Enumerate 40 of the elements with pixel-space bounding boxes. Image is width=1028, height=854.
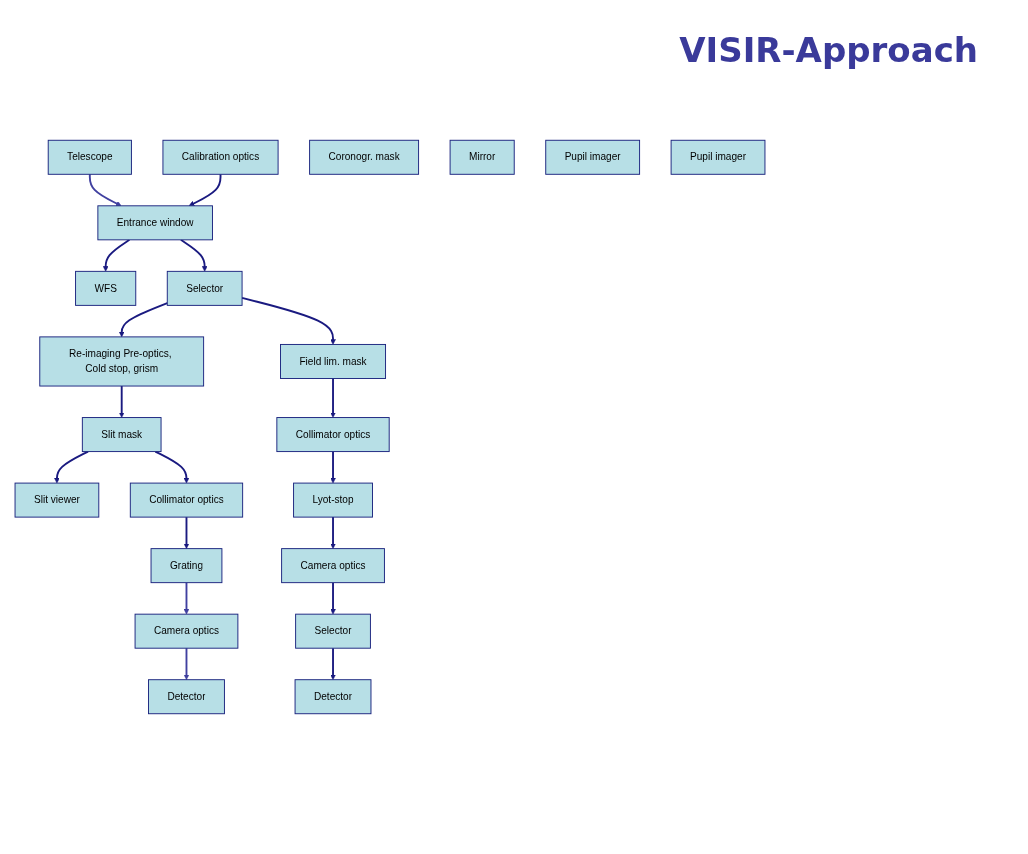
node-box: Slit mask: [81, 417, 162, 453]
node-box: Calibration optics: [162, 139, 279, 175]
node-box: Slit viewer: [14, 482, 100, 518]
arrow: [188, 173, 222, 207]
arrow: [241, 296, 336, 345]
node-box: Pupil imager: [545, 139, 641, 175]
arrow: [183, 581, 190, 615]
node-box: Mirror: [449, 139, 515, 175]
node-box: Detector: [148, 679, 225, 715]
arrow: [154, 450, 190, 484]
arrow: [102, 238, 131, 272]
node-box: Collimator optics: [276, 417, 390, 453]
diagram-title: VISIR-Approach: [679, 30, 978, 70]
arrow: [183, 516, 190, 549]
node-box: Camera optics: [281, 548, 385, 584]
node-box: Lyot-stop: [293, 482, 373, 518]
node-box: Entrance window: [97, 205, 213, 241]
arrow: [330, 450, 336, 484]
arrow: [118, 385, 125, 418]
node-box: Detector: [294, 679, 372, 715]
node-box: Re-imaging Pre-optics, Cold stop, grism: [39, 336, 205, 387]
node-box: Telescope: [47, 139, 132, 175]
arrow: [330, 647, 336, 680]
node-box: Grating: [150, 548, 223, 584]
node-box: WFS: [75, 270, 137, 306]
node-box: Collimator optics: [129, 482, 244, 518]
node-box: Selector: [166, 270, 243, 306]
node-box: Field lim. mask: [280, 343, 386, 379]
node-box: Coronogr. mask: [309, 139, 420, 175]
node-box: Selector: [295, 613, 371, 649]
arrow: [179, 238, 208, 272]
arrow: [330, 516, 336, 549]
arrow: [183, 647, 190, 680]
node-box: Pupil imager: [670, 139, 766, 175]
arrow: [330, 581, 336, 615]
arrow: [88, 173, 122, 207]
arrow: [54, 450, 89, 484]
arrow: [118, 302, 169, 338]
node-box: Camera optics: [134, 613, 239, 649]
arrow: [330, 377, 336, 418]
